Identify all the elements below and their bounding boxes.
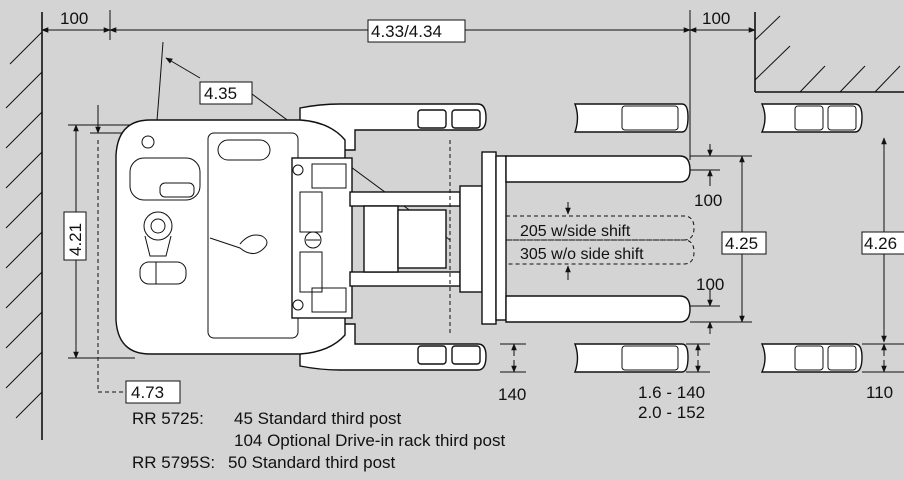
left-wall <box>5 12 43 440</box>
pallets-right <box>760 103 863 373</box>
right-aisle-label: 4.26 <box>864 234 897 253</box>
side-shift-with-label: 205 w/side shift <box>520 223 631 240</box>
right-clearance-label: 100 <box>702 9 730 28</box>
left-clearance-label: 100 <box>60 9 88 28</box>
turning-radius-label: 4.35 <box>204 84 237 103</box>
fork-gap-dimensions <box>690 144 767 334</box>
top-dimensions <box>41 10 756 160</box>
forklift-truck <box>115 103 691 371</box>
pallet-gap-b-label: 2.0 - 152 <box>638 403 705 422</box>
min-aisle-label: 4.73 <box>131 383 164 402</box>
note-2-text: 104 Optional Drive-in rack third post <box>234 431 505 450</box>
pallet-gap-label: 140 <box>498 385 526 404</box>
right-aisle-dimension <box>861 137 904 373</box>
side-shift-outline <box>506 202 695 280</box>
note-1-model: RR 5725: <box>132 409 204 428</box>
truck-width-dimension <box>63 105 140 393</box>
pallet-gap-dimensions <box>500 343 710 373</box>
right-gap-label: 110 <box>866 383 893 402</box>
note-3-model: RR 5795S: <box>132 453 215 472</box>
note-1-text: 45 Standard third post <box>234 409 402 428</box>
between-loads-label: 4.25 <box>725 234 758 253</box>
overall-length-label: 4.33/4.34 <box>371 22 442 41</box>
fork-gap-bottom-label: 100 <box>696 275 724 294</box>
right-wall <box>754 12 904 93</box>
side-shift-without-label: 305 w/o side shift <box>520 246 644 263</box>
pallet-gap-a-label: 1.6 - 140 <box>638 383 705 402</box>
note-3-text: 50 Standard third post <box>228 453 396 472</box>
fork-gap-top-label: 100 <box>694 191 722 210</box>
min-aisle-box <box>125 380 181 404</box>
turning-radius-box <box>199 81 253 105</box>
pallets-middle <box>574 103 689 373</box>
notes: RR 5725: 45 Standard third post 104 Opti… <box>132 409 505 472</box>
truck-width-label: 4.21 <box>66 223 85 256</box>
